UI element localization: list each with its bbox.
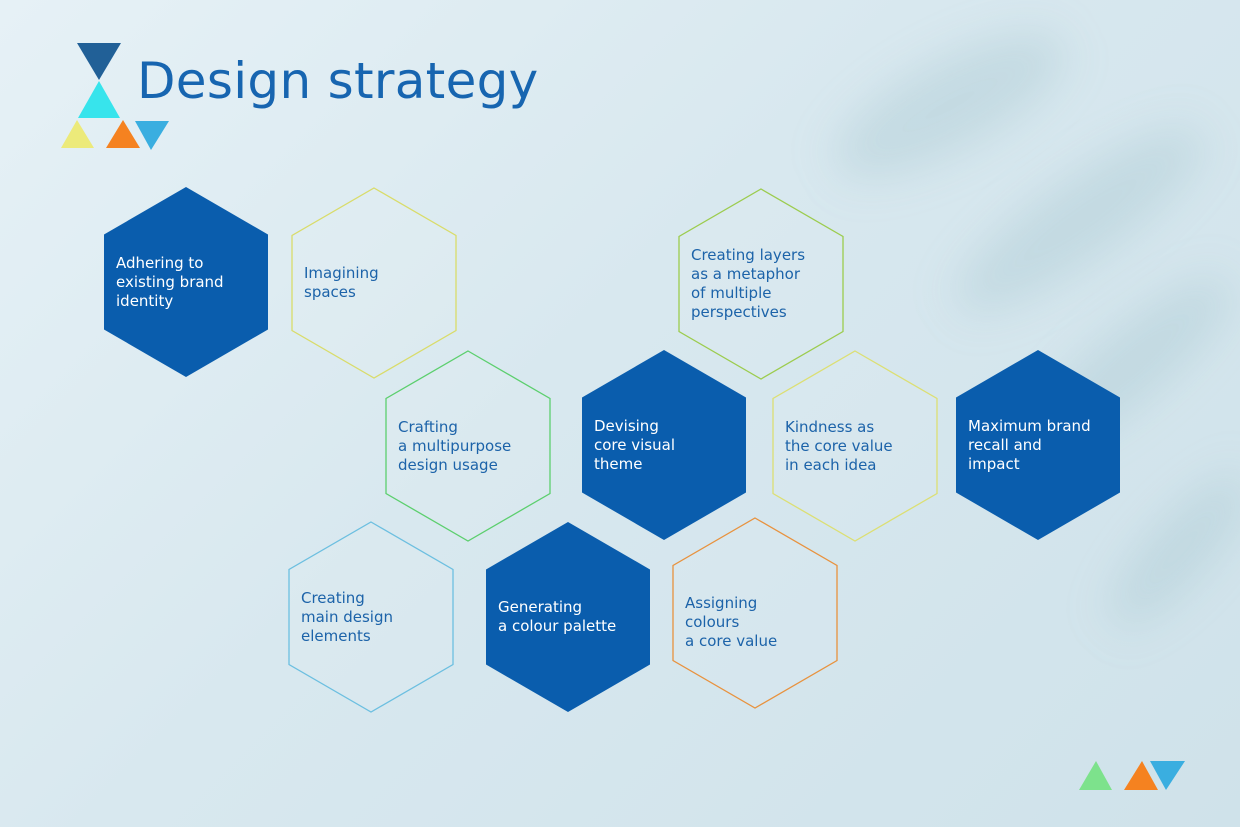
strategy-hexagon	[678, 188, 844, 380]
logo-triangle-orange	[106, 120, 140, 148]
strategy-hexagon	[288, 521, 454, 713]
strategy-hexagon	[772, 350, 938, 542]
hexagon-label: Maximum brand recall and impact	[968, 416, 1091, 473]
strategy-hexagon	[582, 350, 746, 540]
hexagon-label: Assigning colours a core value	[685, 594, 778, 650]
corner-triangle-sky	[1150, 761, 1185, 790]
hexagon-label: Kindness as the core value in each idea	[785, 417, 893, 474]
logo-triangle-dark	[77, 43, 121, 80]
page-title: Design strategy	[137, 52, 539, 110]
hexagon-label: Imagining spaces	[304, 264, 379, 301]
corner-triangle-green	[1079, 761, 1112, 790]
brand-triangles-logo	[61, 43, 169, 150]
strategy-hexagon	[291, 187, 457, 379]
hexagon-label: Creating main design elements	[301, 588, 394, 645]
strategy-hexagon	[385, 350, 551, 542]
hexagon-label: Adhering to existing brand identity	[116, 253, 224, 310]
strategy-hexagon	[956, 350, 1120, 540]
strategy-hexagon	[104, 187, 268, 377]
corner-triangle-orange	[1124, 761, 1158, 790]
hexagon-label: Creating layers as a metaphor of multipl…	[691, 246, 806, 321]
logo-triangle-yellow	[61, 120, 94, 148]
hexagon-label: Devising core visual theme	[594, 416, 675, 473]
hexagon-label: Crafting a multipurpose design usage	[398, 417, 512, 474]
logo-triangle-sky	[135, 121, 169, 150]
strategy-hexagon	[486, 522, 650, 712]
corner-triangles-logo	[1079, 761, 1185, 790]
hexagon-label: Generating a colour palette	[498, 598, 617, 635]
logo-triangle-cyan	[78, 81, 120, 118]
strategy-hexagon	[672, 517, 838, 709]
